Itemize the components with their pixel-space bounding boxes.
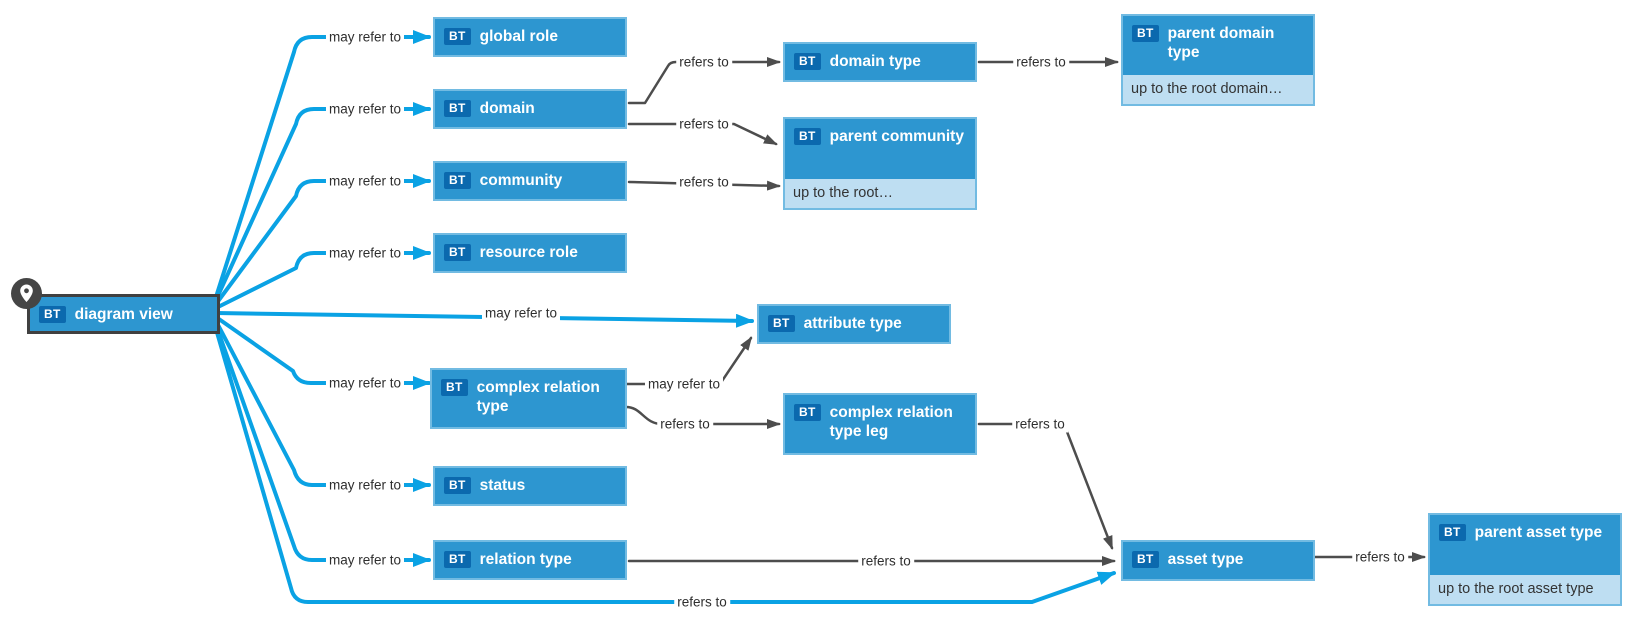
node-note: up to the root asset type: [1430, 575, 1620, 604]
edge-label: refers to: [1012, 415, 1068, 433]
node-label: complex relation type: [476, 379, 600, 415]
node-global-role[interactable]: BT global role: [433, 17, 627, 57]
edge-label: refers to: [674, 593, 730, 611]
bt-badge: BT: [794, 128, 821, 145]
location-pin-icon: [10, 277, 43, 310]
node-community[interactable]: BT community: [433, 161, 627, 201]
edge-label: refers to: [657, 415, 713, 433]
bt-badge: BT: [444, 551, 471, 568]
node-parent-asset-type[interactable]: BT parent asset type up to the root asse…: [1428, 513, 1622, 606]
bt-badge: BT: [768, 315, 795, 332]
node-resource-role[interactable]: BT resource role: [433, 233, 627, 273]
edge-label: refers to: [676, 173, 732, 191]
edge-label: may refer to: [644, 375, 724, 393]
node-label: status: [479, 477, 526, 494]
bt-badge: BT: [794, 404, 821, 421]
edge-label: may refer to: [325, 244, 405, 262]
bt-badge: BT: [441, 379, 468, 396]
bt-badge: BT: [444, 172, 471, 189]
bt-badge: BT: [444, 100, 471, 117]
node-label: parent community: [829, 128, 964, 145]
bt-badge: BT: [1132, 25, 1159, 42]
node-label: domain type: [829, 53, 921, 70]
edge-label: may refer to: [325, 374, 405, 392]
node-label: relation type: [479, 551, 572, 568]
edge-label: may refer to: [325, 100, 405, 118]
node-domain-type[interactable]: BT domain type: [783, 42, 977, 82]
bt-badge: BT: [444, 28, 471, 45]
node-label: parent asset type: [1474, 524, 1603, 541]
node-domain[interactable]: BT domain: [433, 89, 627, 129]
node-attribute-type[interactable]: BT attribute type: [757, 304, 951, 344]
edge-label: may refer to: [481, 304, 561, 322]
edge-label: may refer to: [325, 476, 405, 494]
node-label: asset type: [1167, 551, 1244, 568]
edge-label: refers to: [676, 53, 732, 71]
edge-label: may refer to: [325, 551, 405, 569]
bt-badge: BT: [1439, 524, 1466, 541]
bt-badge: BT: [39, 306, 66, 323]
edge-label: may refer to: [325, 172, 405, 190]
node-status[interactable]: BT status: [433, 466, 627, 506]
node-complex-relation-type-leg[interactable]: BT complex relation type leg: [783, 393, 977, 455]
bt-badge: BT: [794, 53, 821, 70]
edge-label: refers to: [858, 552, 914, 570]
node-asset-type[interactable]: BT asset type: [1121, 540, 1315, 581]
edge-label: may refer to: [325, 28, 405, 46]
node-label: resource role: [479, 244, 578, 261]
node-label: diagram view: [74, 306, 173, 323]
bt-badge: BT: [444, 477, 471, 494]
bt-badge: BT: [1132, 551, 1159, 568]
node-label: complex relation type leg: [829, 404, 953, 440]
node-label: community: [479, 172, 563, 189]
edge-label: refers to: [676, 115, 732, 133]
node-parent-community[interactable]: BT parent community up to the root…: [783, 117, 977, 210]
node-diagram-view[interactable]: BT diagram view: [27, 294, 220, 334]
node-note: up to the root domain…: [1123, 75, 1313, 104]
bt-badge: BT: [444, 244, 471, 261]
node-note: up to the root…: [785, 179, 975, 208]
node-parent-domain-type[interactable]: BT parent domain type up to the root dom…: [1121, 14, 1315, 106]
edge-label: refers to: [1013, 53, 1069, 71]
node-label: parent domain type: [1167, 25, 1275, 61]
node-complex-relation-type[interactable]: BT complex relation type: [430, 368, 627, 429]
node-label: global role: [479, 28, 558, 45]
node-relation-type[interactable]: BT relation type: [433, 540, 627, 580]
edge-label: refers to: [1352, 548, 1408, 566]
node-label: attribute type: [803, 315, 902, 332]
node-label: domain: [479, 100, 535, 117]
